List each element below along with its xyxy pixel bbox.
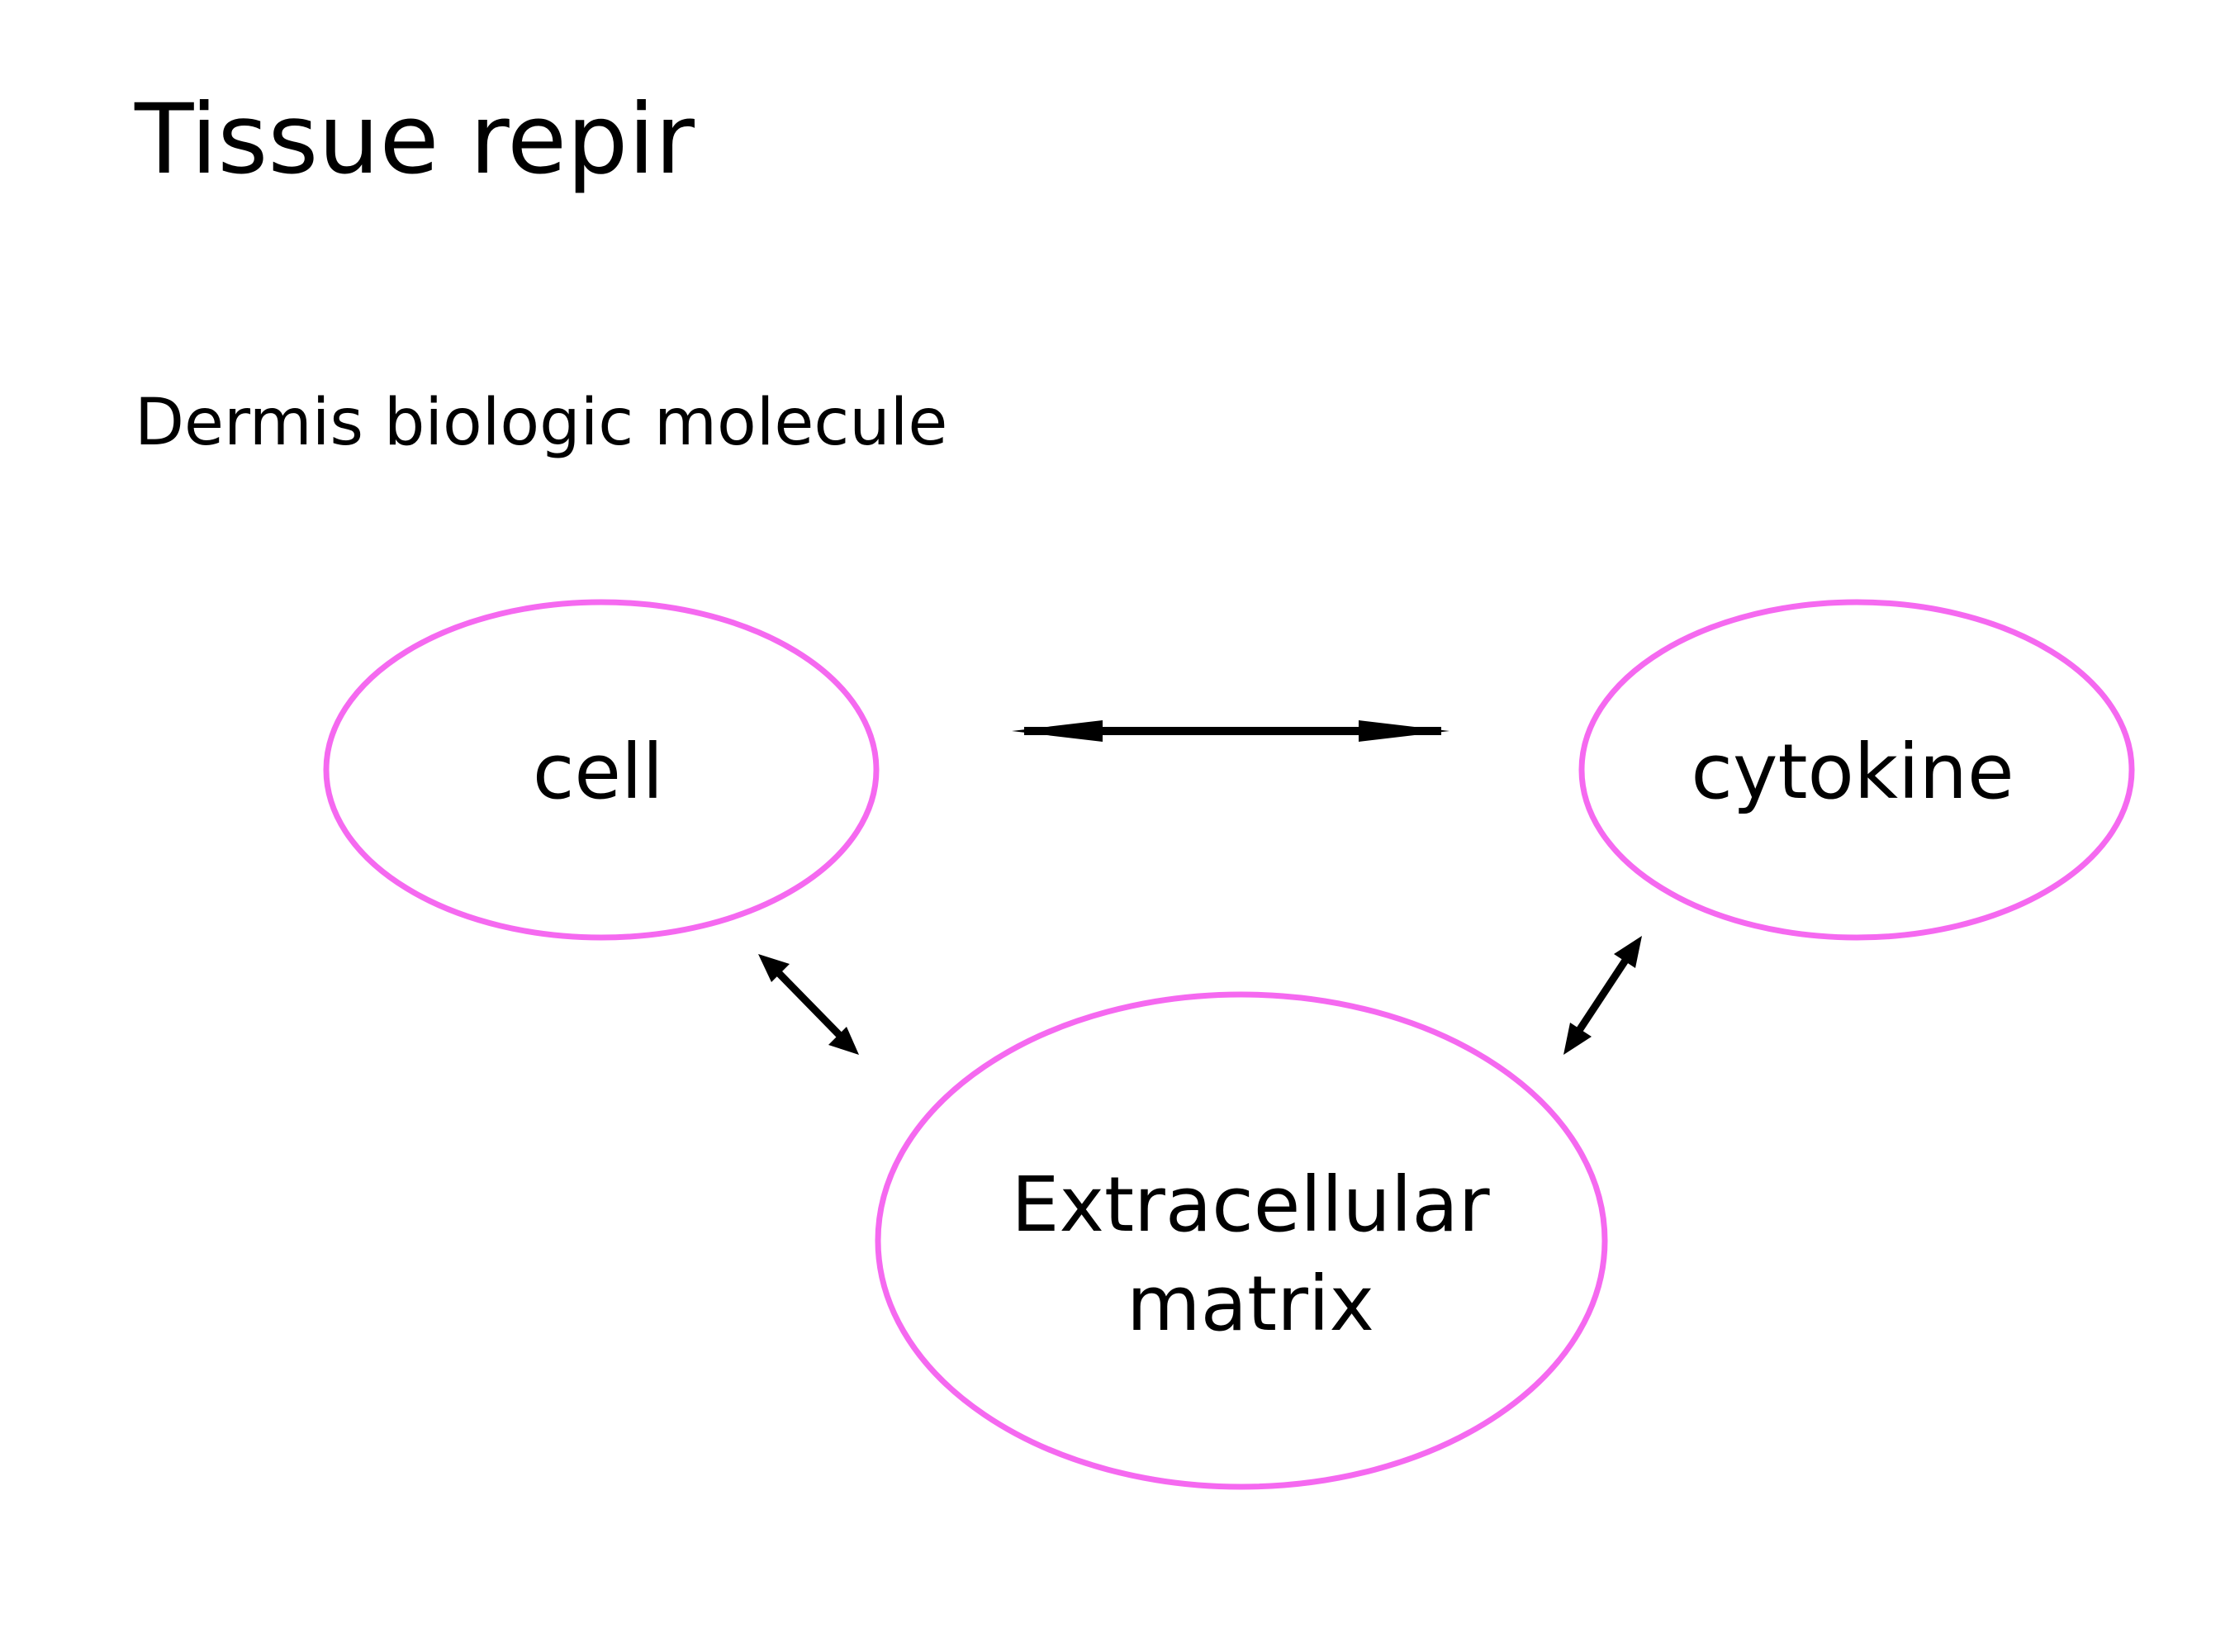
node-ecm-label-line1: Extracellular <box>1011 1161 1489 1249</box>
arrowhead-upper-icon <box>758 954 790 982</box>
arrowhead-lower-icon <box>1563 1023 1592 1055</box>
edge-cell-cytokine <box>1012 720 1450 742</box>
arrowhead-right-icon <box>1359 720 1450 742</box>
double-arrow-icon <box>1570 949 1635 1042</box>
edge-cell-ecm <box>758 954 859 1055</box>
node-cell: cell <box>323 599 880 941</box>
edge-cytokine-ecm <box>1563 936 1642 1055</box>
node-cell-outline <box>323 599 880 941</box>
node-ecm-outline <box>875 991 1608 1490</box>
arrowhead-left-icon <box>1012 720 1103 742</box>
arrowhead-lower-icon <box>828 1027 859 1055</box>
double-arrow-icon <box>769 963 850 1046</box>
node-cell-label: cell <box>533 728 663 816</box>
arrowhead-upper-icon <box>1614 936 1642 968</box>
node-cytokine-outline <box>1578 599 2135 941</box>
node-ecm: Extracellular matrix <box>875 991 1608 1490</box>
slide-subtitle: Dermis biologic molecule <box>135 386 948 460</box>
slide-title: Tissue repir <box>135 83 695 196</box>
node-ecm-label-line2: matrix <box>1127 1260 1374 1348</box>
node-cytokine-label: cytokine <box>1691 728 2014 816</box>
node-cytokine: cytokine <box>1578 599 2135 941</box>
